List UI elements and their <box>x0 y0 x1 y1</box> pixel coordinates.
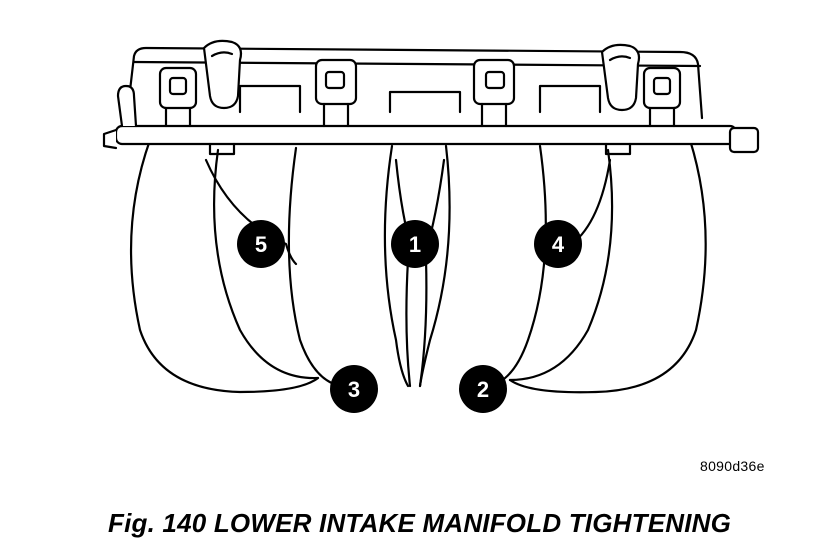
sequence-badge-2-label: 2 <box>477 377 489 402</box>
sequence-badge-5: 5 <box>237 220 285 268</box>
fuel-rail <box>102 84 760 156</box>
sequence-badge-1-label: 1 <box>409 232 421 257</box>
fuel-injectors <box>158 39 682 128</box>
figure-reference-code: 8090d36e <box>700 458 765 474</box>
sequence-badge-4-label: 4 <box>552 232 565 257</box>
manifold-runners <box>129 138 707 394</box>
sequence-badge-2: 2 <box>459 365 507 413</box>
manifold-plenum <box>126 46 704 120</box>
sequence-badge-5-label: 5 <box>255 232 267 257</box>
sequence-badge-3: 3 <box>330 365 378 413</box>
sequence-badge-1: 1 <box>391 220 439 268</box>
sequence-badge-4: 4 <box>534 220 582 268</box>
sequence-badge-3-label: 3 <box>348 377 360 402</box>
figure-caption: Fig. 140 LOWER INTAKE MANIFOLD TIGHTENIN… <box>108 508 732 538</box>
